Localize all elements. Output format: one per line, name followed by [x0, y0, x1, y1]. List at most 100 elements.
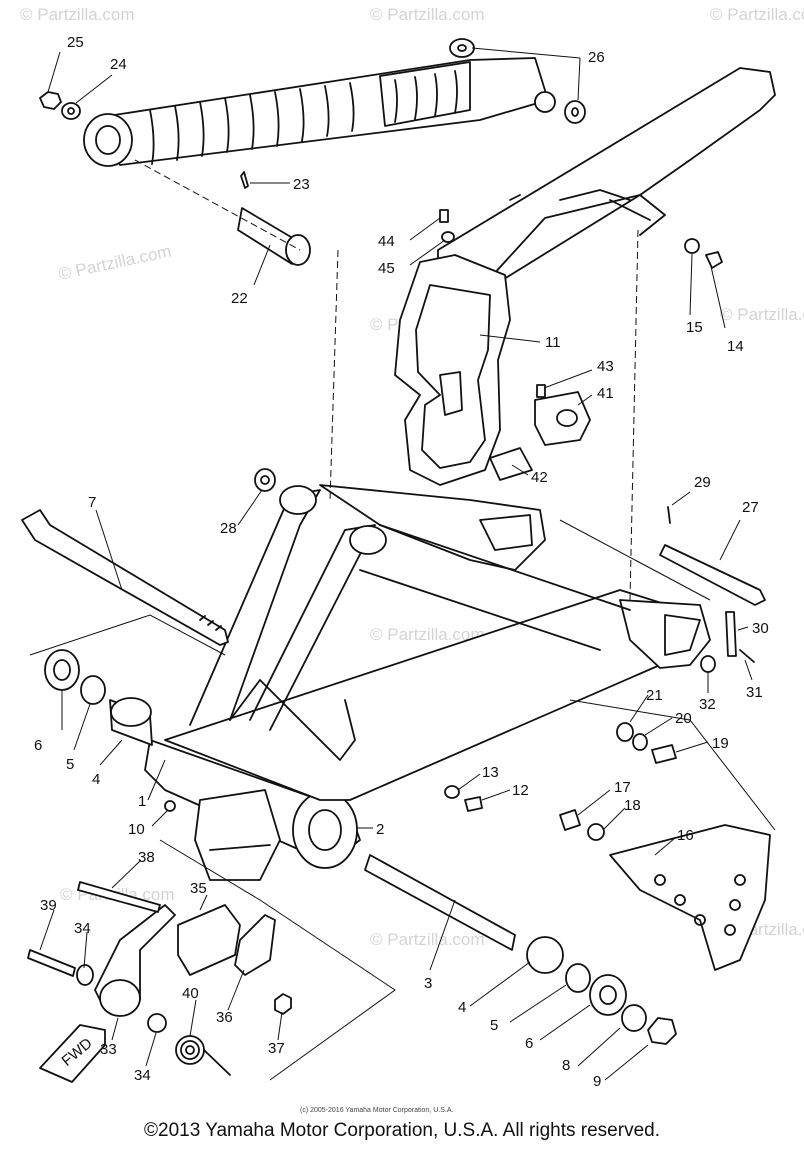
callout-37: 37	[268, 1040, 285, 1057]
bushing-4-left	[109, 697, 153, 746]
bolt-38	[77, 881, 161, 913]
callout-45: 45	[378, 260, 395, 277]
fwd-arrow: FWD	[39, 1024, 106, 1083]
callout-24: 24	[110, 56, 127, 73]
washer-5-left	[80, 675, 106, 705]
callout-39: 39	[40, 897, 57, 914]
callout-42: 42	[531, 469, 548, 486]
arm-36	[234, 914, 276, 976]
callout-11: 11	[545, 334, 561, 351]
callout-26: 26	[588, 49, 605, 66]
pivot-shaft-7	[21, 509, 229, 646]
washer-21	[616, 722, 634, 742]
callout-20: 20	[675, 710, 692, 727]
pin-22	[237, 207, 311, 266]
washer-45	[441, 231, 455, 243]
callout-34-top: 34	[74, 920, 91, 937]
chain-guard-16	[609, 824, 771, 971]
callout-35: 35	[190, 880, 207, 897]
callout-4-right: 4	[458, 999, 466, 1016]
callout-16: 16	[677, 827, 694, 844]
callout-29: 29	[694, 474, 711, 491]
callout-28: 28	[220, 520, 237, 537]
washer-26-right	[564, 100, 586, 124]
callout-10: 10	[128, 821, 145, 838]
callout-14: 14	[727, 338, 744, 355]
bolt-43	[536, 384, 546, 398]
watermark: © Partzilla.com	[370, 5, 485, 24]
callout-9: 9	[593, 1073, 601, 1090]
washer-24	[61, 102, 81, 120]
bolt-39	[27, 949, 76, 977]
washer-15	[684, 238, 700, 254]
watermark: © Partzilla.com	[710, 5, 804, 24]
callout-2: 2	[376, 821, 384, 838]
bolt-37	[274, 993, 292, 1015]
callout-22: 22	[231, 290, 248, 307]
callout-4-left: 4	[92, 771, 100, 788]
callout-25: 25	[67, 34, 84, 51]
callout-12: 12	[512, 782, 529, 799]
collar-32	[700, 655, 716, 673]
callout-32: 32	[699, 696, 716, 713]
washer-34-bottom	[147, 1013, 167, 1033]
seal-6-right	[589, 974, 627, 1016]
callout-19: 19	[712, 735, 729, 752]
pin-30	[725, 611, 737, 657]
spring-40	[175, 1035, 231, 1076]
bumper-35	[177, 904, 241, 976]
callout-41: 41	[597, 385, 614, 402]
callout-7: 7	[88, 494, 96, 511]
washer-13	[444, 785, 460, 799]
callout-3: 3	[424, 975, 432, 992]
nut-25	[39, 91, 62, 110]
callout-6-left: 6	[34, 737, 42, 754]
washer-34-top	[76, 964, 94, 986]
callout-36: 36	[216, 1009, 233, 1026]
callout-15: 15	[686, 319, 703, 336]
callout-21: 21	[646, 687, 663, 704]
watermark: © Partzilla.com	[370, 625, 485, 644]
callout-18: 18	[624, 797, 641, 814]
watermark: © Partzilla.com	[370, 930, 485, 949]
callout-1: 1	[138, 793, 146, 810]
washer-5-right	[565, 963, 591, 993]
bolt-17	[559, 809, 581, 831]
shaft-27	[659, 544, 766, 606]
callout-23: 23	[293, 176, 310, 193]
bracket-41	[534, 391, 591, 446]
callout-13: 13	[482, 764, 499, 781]
callout-31: 31	[746, 684, 763, 701]
callout-labels: 25 24 26 23 22 44 45 15 14 11 43 41 42 7…	[34, 34, 769, 1090]
shaft-3	[364, 854, 516, 951]
washer-28	[254, 468, 276, 492]
callout-5-right: 5	[490, 1017, 498, 1034]
washer-20	[632, 733, 648, 751]
bolt-19	[651, 744, 677, 764]
washer-8	[621, 1004, 647, 1032]
callout-5-left: 5	[66, 756, 74, 773]
bolt-44	[439, 209, 449, 223]
plate-42	[489, 447, 533, 481]
callout-33: 33	[100, 1041, 117, 1058]
callout-34-bottom: 34	[134, 1067, 151, 1084]
reference-lines	[29, 159, 776, 1081]
callout-8: 8	[562, 1057, 570, 1074]
clip-31	[739, 649, 755, 663]
washer-18	[587, 823, 605, 841]
callout-44: 44	[378, 233, 395, 250]
watermark: © Partzilla.com	[20, 5, 135, 24]
seal-6-left	[44, 649, 80, 691]
callout-6-right: 6	[525, 1035, 533, 1052]
bracket-10-area	[164, 789, 281, 881]
callout-17: 17	[614, 779, 631, 796]
callout-40: 40	[182, 985, 199, 1002]
rear-shock-absorber	[83, 57, 556, 167]
watermark: © Partzilla.com	[720, 305, 804, 324]
side-cover-11	[394, 254, 511, 486]
bolt-14	[705, 251, 723, 269]
watermark: © Partzilla.com	[57, 242, 173, 284]
leaders	[39, 47, 753, 1081]
